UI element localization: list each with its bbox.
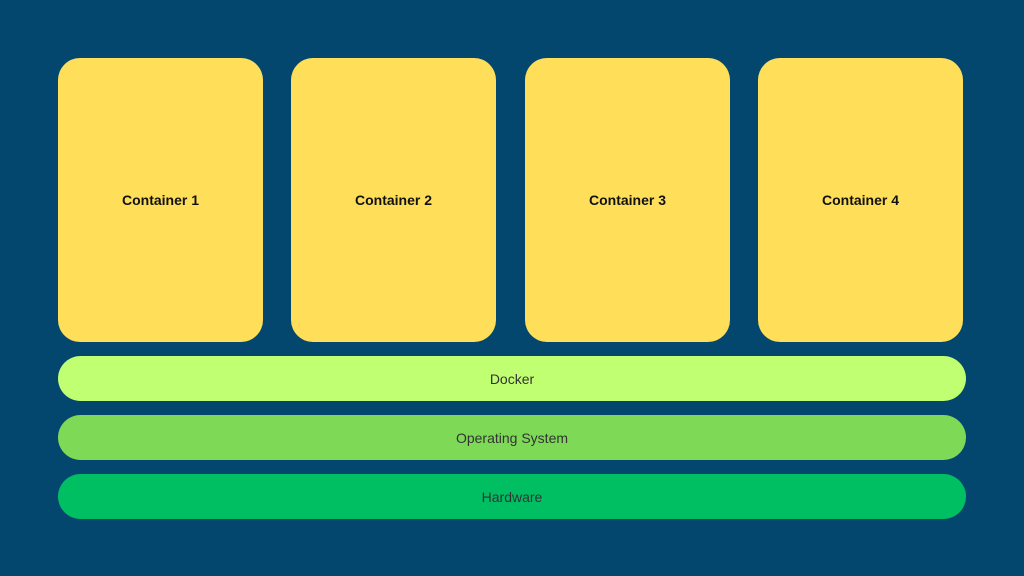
hardware-layer: Hardware (58, 474, 966, 519)
container-3-label: Container 3 (588, 192, 666, 208)
hardware-label: Hardware (481, 488, 543, 505)
container-4-label: Container 4 (821, 192, 899, 208)
container-2-box: Container 2 (291, 58, 496, 342)
docker-layer: Docker (58, 356, 966, 401)
operating-system-layer: Operating System (58, 415, 966, 460)
container-3-box: Container 3 (525, 58, 730, 342)
docker-label: Docker (489, 370, 535, 387)
container-4-box: Container 4 (758, 58, 963, 342)
container-1-box: Container 1 (58, 58, 263, 342)
operating-system-label: Operating System (455, 429, 569, 446)
container-1-label: Container 1 (121, 192, 199, 208)
container-2-label: Container 2 (354, 192, 432, 208)
